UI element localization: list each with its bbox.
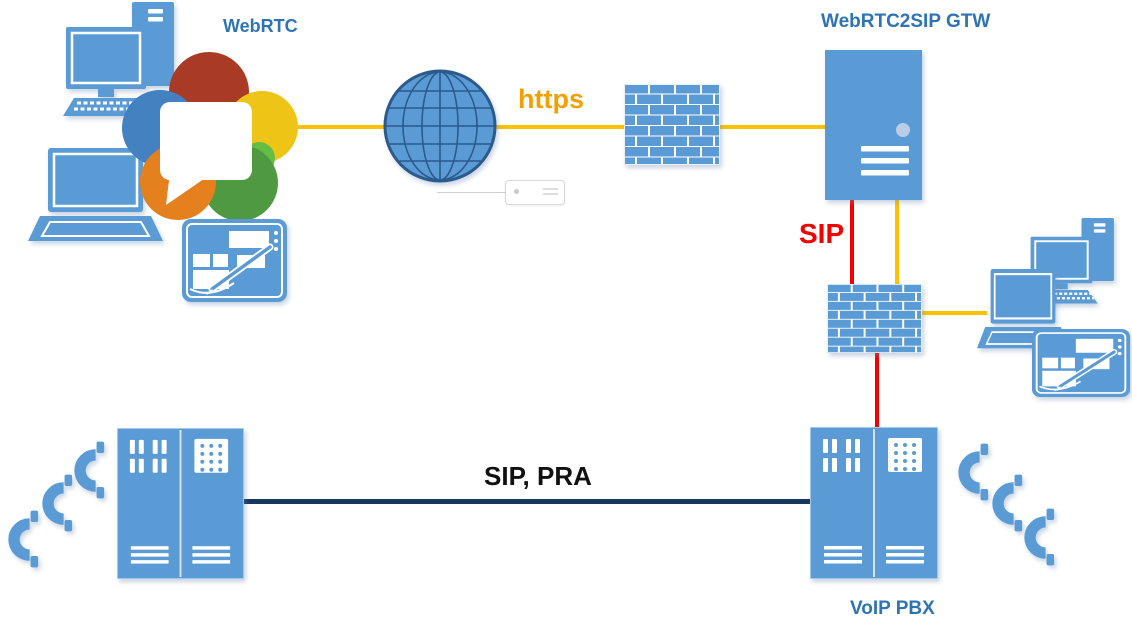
webrtc-logo-icon xyxy=(122,52,298,221)
internet-globe-icon xyxy=(383,69,497,183)
firewall-icon-internet xyxy=(624,84,720,165)
pbx-cabinet-icon-left xyxy=(117,428,244,579)
usb-dongle-icon xyxy=(437,180,565,205)
phone-handset-icon xyxy=(40,472,74,534)
webrtc-label: WebRTC xyxy=(223,16,298,36)
phone-handset-icon xyxy=(990,472,1024,534)
yellow-line-server-to-firewall xyxy=(895,200,899,288)
phone-handset-icon xyxy=(6,508,40,570)
gateway-label: WebRTC2SIP GTW xyxy=(821,11,991,32)
voip-pbx-label: VoIP PBX xyxy=(850,598,935,619)
yellow-line-firewall-to-laptop xyxy=(921,311,987,315)
https-label: https xyxy=(518,84,584,114)
firewall-icon-internal xyxy=(827,284,922,353)
gateway-server-icon xyxy=(825,50,922,200)
tablet-icon xyxy=(182,219,287,302)
phone-handset-icon xyxy=(72,439,106,501)
pbx-cabinet-icon-right xyxy=(810,427,938,579)
phone-handset-icon xyxy=(956,441,990,503)
sip-pra-label: SIP, PRA xyxy=(484,461,592,491)
sip-label: SIP xyxy=(799,218,845,249)
sip-line-server-to-firewall xyxy=(850,200,854,288)
sip-line-firewall-to-pbx xyxy=(875,353,879,427)
tablet-icon-right xyxy=(1032,329,1130,397)
sip-pra-trunk-line xyxy=(244,499,812,504)
phone-handset-icon xyxy=(1022,506,1056,568)
https-connection-line xyxy=(284,125,826,129)
